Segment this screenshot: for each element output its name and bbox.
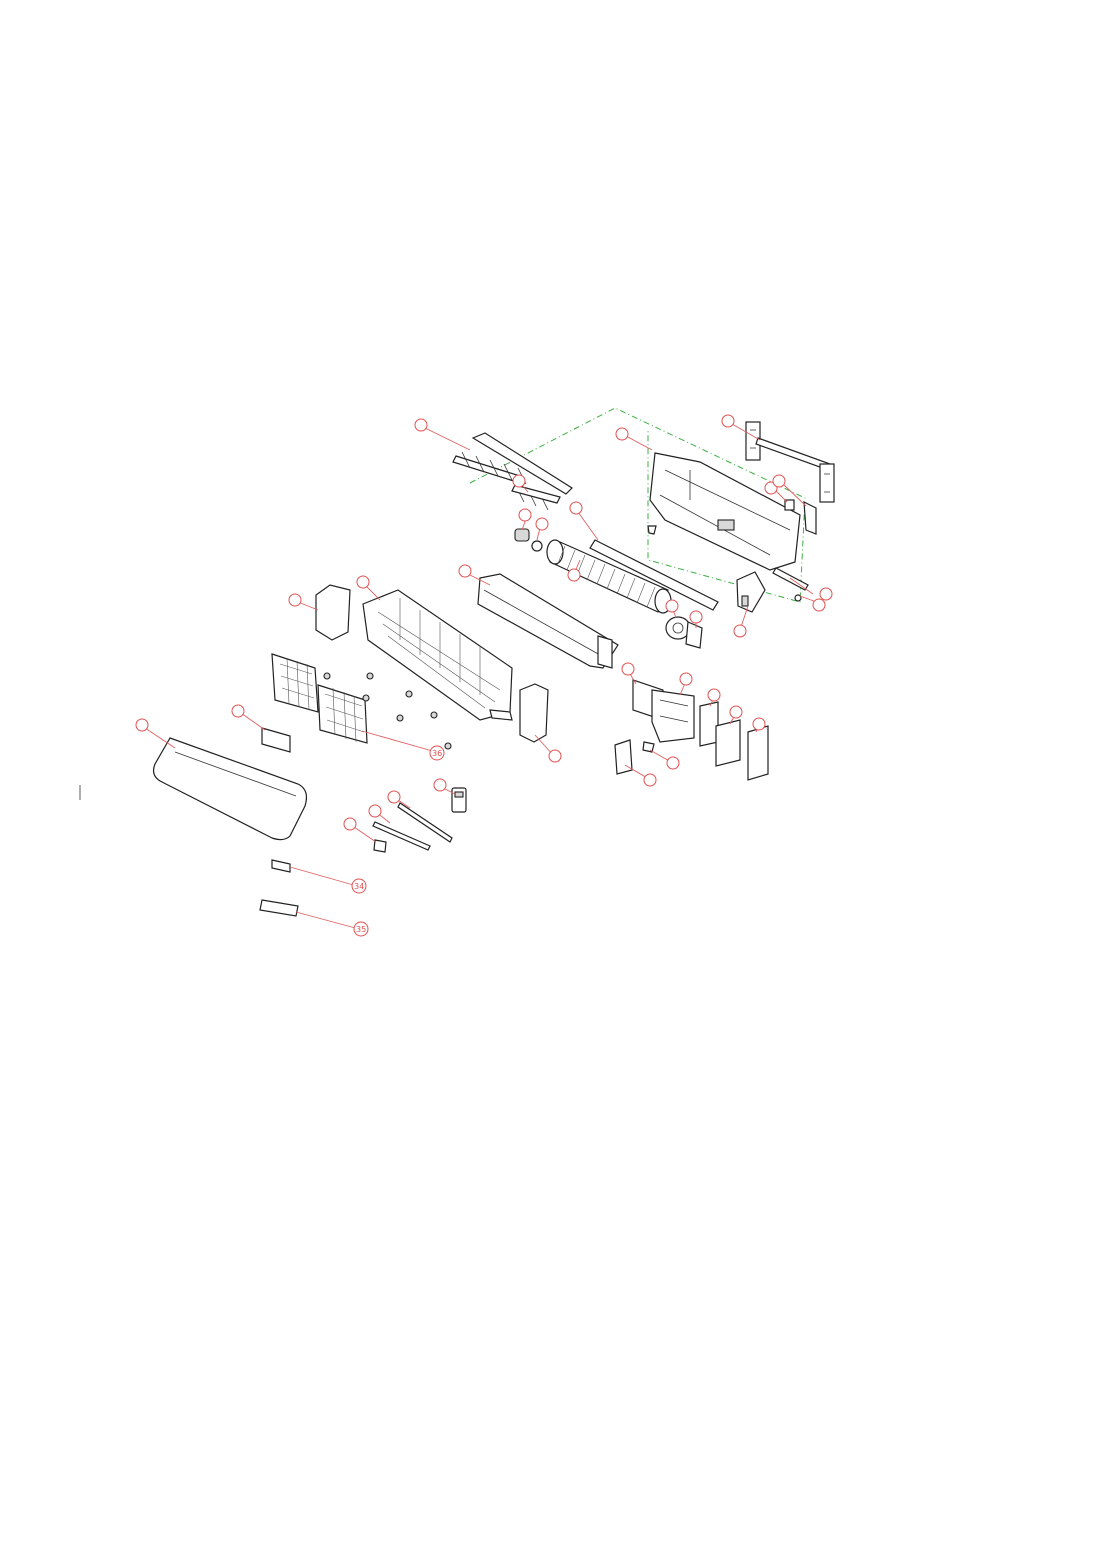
display-box [261, 727, 291, 753]
callout-sensor-b [387, 790, 401, 804]
callout-terminal [666, 756, 680, 770]
front-panel [152, 737, 308, 841]
air-filters [271, 653, 368, 744]
callout-35 [353, 921, 369, 937]
callout-filter [429, 745, 445, 761]
callout-chassis [615, 427, 629, 441]
front-frame [362, 589, 513, 721]
sensor-wires [372, 802, 453, 851]
callout-right-clip-b [772, 474, 786, 488]
right-bracket [736, 571, 766, 613]
part-34 [271, 859, 291, 873]
left-side-cover [315, 584, 351, 641]
callouts: 36 34 35 [135, 414, 833, 937]
terminal-block [642, 741, 655, 753]
callout-pcb-a [707, 688, 721, 702]
chassis [647, 452, 801, 571]
callout-wall-plate [721, 414, 735, 428]
callout-label-filter: 36 [432, 749, 442, 758]
callout-right-cover [548, 749, 562, 763]
electric-box [632, 679, 695, 743]
pcb-boards [699, 701, 769, 781]
callout-bearing-b [535, 517, 549, 531]
guide-bar [589, 539, 719, 611]
fan-motor [665, 616, 703, 649]
part-35 [259, 899, 299, 917]
callout-box-cover [621, 662, 635, 676]
callout-display [643, 773, 657, 787]
right-clips [784, 499, 817, 535]
callout-left-cover [288, 593, 302, 607]
louver-assembly [452, 432, 573, 511]
callout-right-bracket [733, 624, 747, 638]
callout-holder [343, 817, 357, 831]
callout-pcb-c [752, 717, 766, 731]
callout-display-box [231, 704, 245, 718]
wall-mounting-plate [745, 421, 835, 503]
callout-bearing-a [518, 508, 532, 522]
callout-pcb-b [729, 705, 743, 719]
callout-right-pipe-b [812, 598, 826, 612]
remote-controller [451, 787, 467, 813]
callout-panel [135, 718, 149, 732]
callout-motor-clamp [689, 610, 703, 624]
evaporator [477, 573, 619, 669]
callout-box [679, 672, 693, 686]
screws [323, 672, 452, 750]
callout-louver-mid [512, 474, 526, 488]
bearing-parts [514, 528, 543, 552]
callout-motor [665, 599, 679, 613]
callout-34 [351, 878, 367, 894]
callout-label-34: 34 [354, 882, 364, 891]
cross-flow-fan [546, 539, 672, 614]
callout-bar [569, 501, 583, 515]
display-board [614, 739, 633, 775]
callout-evaporator [458, 564, 472, 578]
callout-sensor-a [368, 804, 382, 818]
callout-rear-left-top [414, 418, 428, 432]
assembly-group-outline [469, 407, 806, 603]
callout-label-35: 35 [356, 925, 366, 934]
callout-remote [433, 778, 447, 792]
callout-front-frame [356, 575, 370, 589]
right-side-cover [519, 683, 549, 743]
callout-fan [567, 568, 581, 582]
sensor-holder [373, 839, 387, 853]
right-pipes [772, 567, 809, 602]
callout-right-pipe [819, 587, 833, 601]
